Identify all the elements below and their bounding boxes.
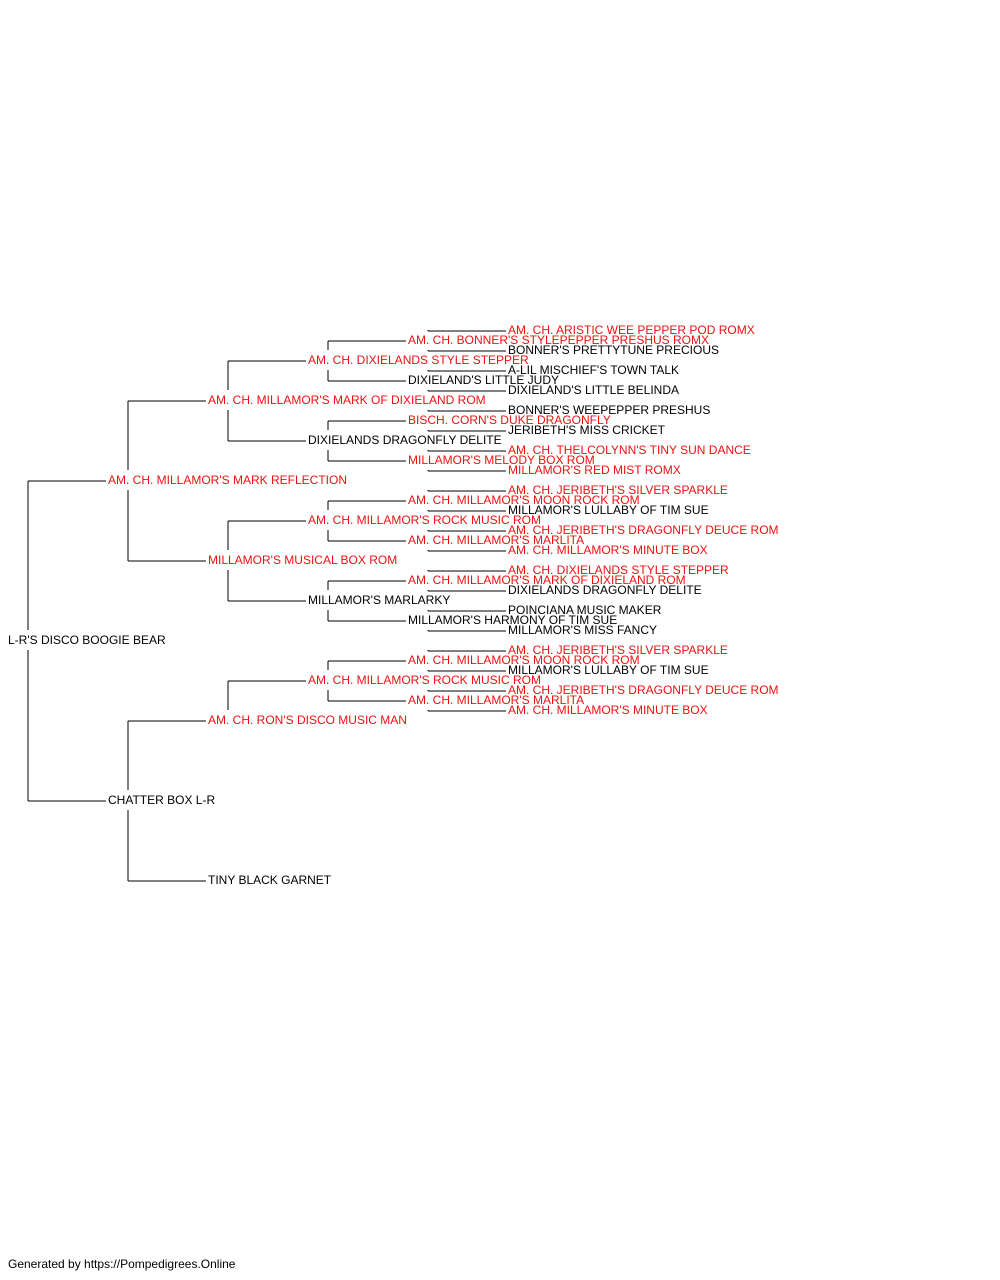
- pedigree-entry-root-dam-sire-sire-dam: AM. CH. MILLAMOR'S MARLITA: [408, 693, 584, 707]
- pedigree-entry-root: L-R'S DISCO BOOGIE BEAR: [8, 633, 166, 647]
- pedigree-entry-root-dam-sire-sire-sire: AM. CH. MILLAMOR'S MOON ROCK ROM: [408, 653, 640, 667]
- pedigree-entry-root-sire-sire-dam-sire: BISCH. CORN'S DUKE DRAGONFLY: [408, 413, 611, 427]
- pedigree-entry-root-sire-sire-dam-dam-sire: AM. CH. THELCOLYNN'S TINY SUN DANCE: [508, 443, 751, 457]
- pedigree-entry-root-sire-sire-sire-dam: DIXIELAND'S LITTLE JUDY: [408, 373, 559, 387]
- pedigree-entry-root-sire-dam-dam-sire-dam: DIXIELANDS DRAGONFLY DELITE: [508, 583, 702, 597]
- pedigree-entry-root-sire-dam-dam-sire-sire: AM. CH. DIXIELANDS STYLE STEPPER: [508, 563, 729, 577]
- pedigree-entry-root-dam-sire-sire-dam-sire: AM. CH. JERIBETH'S DRAGONFLY DEUCE ROM: [508, 683, 779, 697]
- pedigree-entry-root-sire-sire: AM. CH. MILLAMOR'S MARK OF DIXIELAND ROM: [208, 393, 486, 407]
- pedigree-entry-root-sire-sire-dam-sire-dam: JERIBETH'S MISS CRICKET: [508, 423, 666, 437]
- pedigree-entry-root-sire-sire-dam-dam: MILLAMOR'S MELODY BOX ROM: [408, 453, 595, 467]
- footer-credit: Generated by https://Pompedigrees.Online: [8, 1257, 236, 1271]
- pedigree-entry-root-sire-dam-sire-sire-sire: AM. CH. JERIBETH'S SILVER SPARKLE: [508, 483, 728, 497]
- pedigree-entry-root-sire-sire-sire: AM. CH. DIXIELANDS STYLE STEPPER: [308, 353, 529, 367]
- pedigree-entry-root-dam-sire-sire-sire-sire: AM. CH. JERIBETH'S SILVER SPARKLE: [508, 643, 728, 657]
- pedigree-entry-root-sire-sire-sire-dam-dam: DIXIELAND'S LITTLE BELINDA: [508, 383, 679, 397]
- pedigree-entry-root-sire-sire-sire-sire-dam: BONNER'S PRETTYTUNE PRECIOUS: [508, 343, 719, 357]
- pedigree-entry-root-sire-dam-sire-dam-sire: AM. CH. JERIBETH'S DRAGONFLY DEUCE ROM: [508, 523, 779, 537]
- pedigree-entry-root-sire-dam-sire-dam: AM. CH. MILLAMOR'S MARLITA: [408, 533, 584, 547]
- pedigree-entry-root-sire-dam-dam-dam-sire: POINCIANA MUSIC MAKER: [508, 603, 662, 617]
- pedigree-entry-root-sire-sire-dam: DIXIELANDS DRAGONFLY DELITE: [308, 433, 502, 447]
- pedigree-entry-root-dam-sire-sire-sire-dam: MILLAMOR'S LULLABY OF TIM SUE: [508, 663, 709, 677]
- pedigree-entry-root-dam-sire-sire: AM. CH. MILLAMOR'S ROCK MUSIC ROM: [308, 673, 541, 687]
- pedigree-entry-root-sire-sire-dam-dam-dam: MILLAMOR'S RED MIST ROMX: [508, 463, 681, 477]
- pedigree-entry-root-sire-dam-dam: MILLAMOR'S MARLARKY: [308, 593, 450, 607]
- pedigree-entry-root-sire-dam: MILLAMOR'S MUSICAL BOX ROM: [208, 553, 397, 567]
- pedigree-entry-root-sire-sire-sire-sire-sire: AM. CH. ARISTIC WEE PEPPER POD ROMX: [508, 323, 755, 337]
- pedigree-entry-root-sire-dam-sire-sire: AM. CH. MILLAMOR'S MOON ROCK ROM: [408, 493, 640, 507]
- pedigree-entry-root-sire-dam-dam-dam-dam: MILLAMOR'S MISS FANCY: [508, 623, 657, 637]
- pedigree-entry-root-dam: CHATTER BOX L-R: [108, 793, 215, 807]
- pedigree-entry-root-sire-dam-sire-sire-dam: MILLAMOR'S LULLABY OF TIM SUE: [508, 503, 709, 517]
- pedigree-entry-root-sire-sire-sire-sire: AM. CH. BONNER'S STYLEPEPPER PRESHUS ROM…: [408, 333, 709, 347]
- pedigree-entry-root-sire-sire-sire-dam-sire: A-LIL MISCHIEF'S TOWN TALK: [508, 363, 679, 377]
- pedigree-entry-root-dam-dam: TINY BLACK GARNET: [208, 873, 332, 887]
- pedigree-entry-root-sire-dam-sire-dam-dam: AM. CH. MILLAMOR'S MINUTE BOX: [508, 543, 708, 557]
- pedigree-entry-root-sire-dam-dam-dam: MILLAMOR'S HARMONY OF TIM SUE: [408, 613, 617, 627]
- pedigree-entry-root-sire: AM. CH. MILLAMOR'S MARK REFLECTION: [108, 473, 347, 487]
- pedigree-entry-root-sire-dam-dam-sire: AM. CH. MILLAMOR'S MARK OF DIXIELAND ROM: [408, 573, 686, 587]
- pedigree-entry-root-sire-sire-dam-sire-sire: BONNER'S WEEPEPPER PRESHUS: [508, 403, 710, 417]
- pedigree-entry-root-dam-sire: AM. CH. RON'S DISCO MUSIC MAN: [208, 713, 407, 727]
- pedigree-entry-root-dam-sire-sire-dam-dam: AM. CH. MILLAMOR'S MINUTE BOX: [508, 703, 708, 717]
- pedigree-entry-root-sire-dam-sire: AM. CH. MILLAMOR'S ROCK MUSIC ROM: [308, 513, 541, 527]
